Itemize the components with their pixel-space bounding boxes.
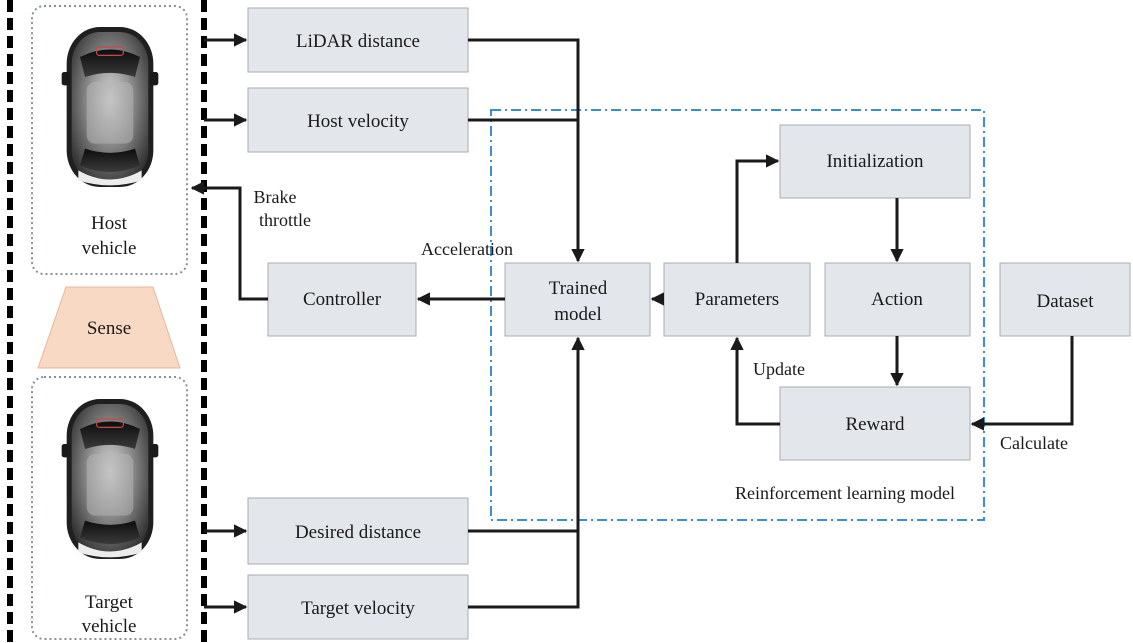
target-vehicle-panel: Target vehicle [31,376,188,640]
reward-to-parameters-wire [730,336,780,426]
action-label: Action [871,289,923,310]
desired-distance-box: Desired distance [247,497,469,565]
lidar-to-model-wire [468,38,585,263]
sense-label: Sense [87,318,131,339]
sense-block: Sense [37,286,181,369]
rl-model-region [490,109,985,521]
host-label-line1: Host [91,213,128,234]
trained-model-label-line1: Trained [549,278,608,299]
host-vehicle-panel: Host vehicle [31,5,188,275]
calculate-label: Calculate [1000,433,1068,453]
controller-box: Controller [267,262,417,337]
action-box: Action [824,262,971,337]
update-label: Update [753,359,805,379]
target-car-image [60,398,160,560]
acceleration-label: Acceleration [421,239,513,259]
dataset-label: Dataset [1037,291,1095,312]
dataset-to-reward-wire [970,336,1074,431]
host-label-line2: vehicle [82,238,137,259]
target-velocity-box: Target velocity [247,574,469,640]
controller-label: Controller [303,289,382,310]
parameters-box: Parameters [663,262,811,337]
desired-distance-label: Desired distance [295,522,421,543]
reward-label: Reward [845,414,905,435]
initialization-box: Initialization [779,124,971,199]
parameters-to-initialization-wire [735,154,780,263]
lidar-distance-box: LiDAR distance [247,7,469,73]
brake-label-line2: throttle [259,210,311,230]
trained-model-label-line2: model [554,304,602,325]
target-velocity-to-model-wire [468,336,585,609]
controller-to-vehicle-wire [190,181,268,301]
target-velocity-label: Target velocity [301,598,415,619]
host-car-image [60,26,160,188]
reward-box: Reward [779,386,971,461]
initialization-label: Initialization [826,151,924,172]
host-velocity-label: Host velocity [307,111,409,132]
parameters-label: Parameters [695,289,779,310]
host-velocity-box: Host velocity [247,87,469,153]
target-label-line2: vehicle [82,616,137,637]
target-label-line1: Target [85,592,134,613]
trained-model-box: Trained model [504,262,651,337]
brake-label-line1: Brake [254,187,297,207]
rl-region-label: Reinforcement learning model [735,483,955,503]
dataset-box: Dataset [999,262,1131,337]
lidar-distance-label: LiDAR distance [296,31,420,52]
